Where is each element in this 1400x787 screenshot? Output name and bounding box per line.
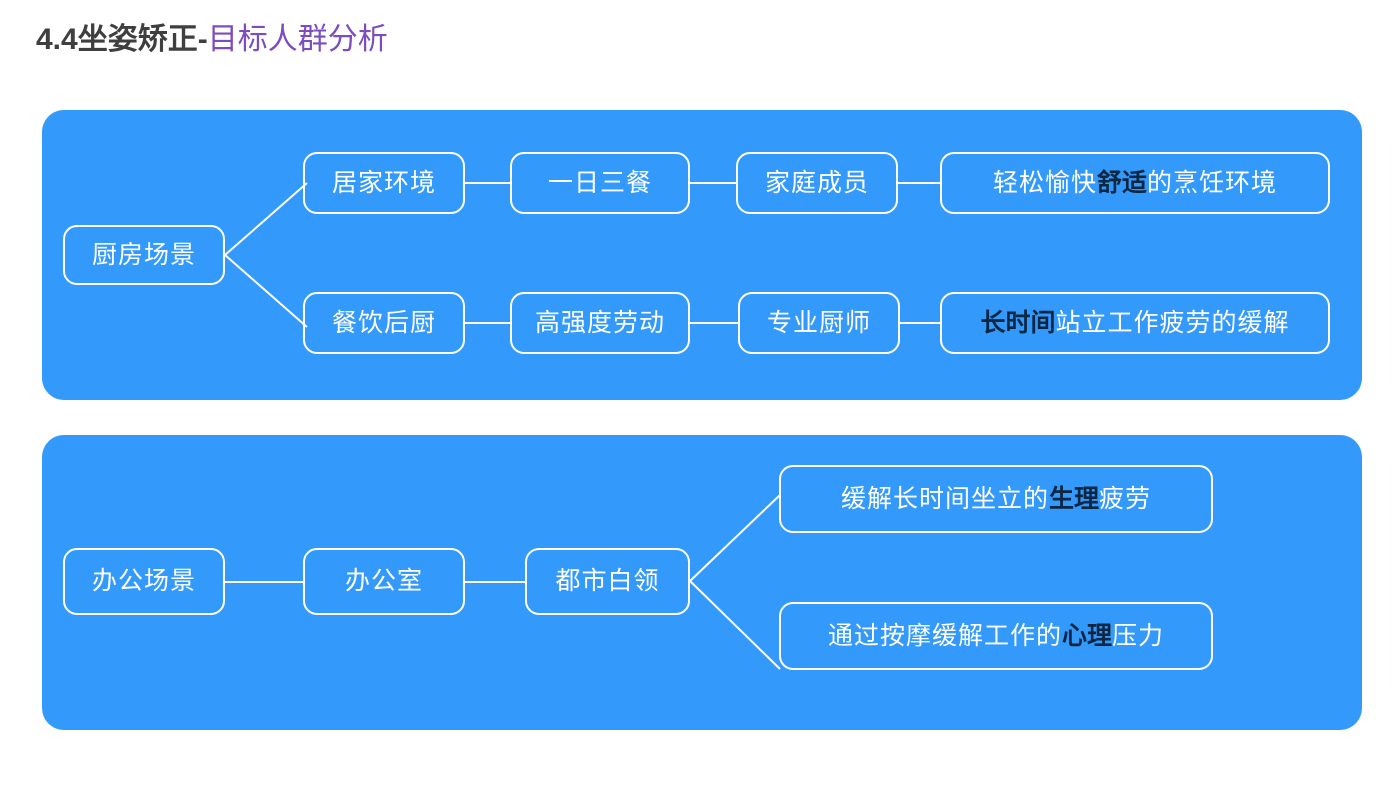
node-label: 厨房场景 bbox=[91, 240, 196, 269]
page-title-sub: 目标人群分析 bbox=[207, 23, 388, 56]
connector-office-1 bbox=[225, 581, 303, 583]
connector-home-1 bbox=[465, 182, 510, 184]
node-physical-outcome[interactable]: 缓解长时间坐立的生理疲劳 bbox=[779, 465, 1213, 533]
branch-connector-kitchen bbox=[224, 182, 308, 328]
node-label-part: 站立工作疲劳的缓解 bbox=[1055, 308, 1290, 337]
node-professional-chef[interactable]: 专业厨师 bbox=[738, 292, 900, 354]
node-psychological-outcome[interactable]: 通过按摩缓解工作的心理压力 bbox=[779, 602, 1213, 670]
connector-office-2 bbox=[465, 581, 525, 583]
node-label-part: 缓解长时间坐立的 bbox=[840, 484, 1049, 513]
panel-office-scene: 办公场景 办公室 都市白领 缓解长时间坐立的生理疲劳 通过按摩缓解工作的心理压力 bbox=[42, 435, 1362, 730]
connector-restaurant-1 bbox=[465, 322, 510, 324]
node-label-emphasis: 舒适 bbox=[1096, 168, 1147, 197]
branch-line-upper bbox=[689, 494, 781, 582]
branch-line-upper bbox=[224, 182, 308, 256]
node-label: 办公场景 bbox=[91, 567, 196, 595]
connector-home-3 bbox=[898, 182, 940, 184]
branch-line-lower bbox=[689, 580, 781, 670]
connector-restaurant-2 bbox=[690, 322, 738, 324]
branch-line-lower bbox=[224, 254, 308, 328]
node-label: 居家环境 bbox=[331, 168, 436, 197]
node-label: 专业厨师 bbox=[766, 308, 871, 337]
node-restaurant-outcome[interactable]: 长时间站立工作疲劳的缓解 bbox=[940, 292, 1330, 354]
node-office-root[interactable]: 办公场景 bbox=[63, 548, 225, 615]
node-family-members[interactable]: 家庭成员 bbox=[736, 152, 898, 214]
node-restaurant-kitchen[interactable]: 餐饮后厨 bbox=[303, 292, 465, 354]
node-office-room[interactable]: 办公室 bbox=[303, 548, 465, 615]
node-label-part: 压力 bbox=[1112, 621, 1165, 650]
node-label-emphasis: 心理 bbox=[1061, 621, 1112, 650]
node-label-part: 的烹饪环境 bbox=[1147, 168, 1278, 197]
node-kitchen-root[interactable]: 厨房场景 bbox=[63, 225, 225, 285]
node-label: 家庭成员 bbox=[764, 168, 869, 197]
node-label-part: 疲劳 bbox=[1099, 484, 1152, 513]
node-label: 一日三餐 bbox=[547, 168, 652, 197]
page-title-main: 4.4坐姿矫正- bbox=[36, 23, 208, 56]
node-label: 都市白领 bbox=[555, 567, 660, 595]
node-label-part: 通过按摩缓解工作的 bbox=[827, 621, 1062, 650]
node-label: 高强度劳动 bbox=[534, 308, 665, 337]
connector-restaurant-3 bbox=[900, 322, 940, 324]
page-title: 4.4坐姿矫正-目标人群分析 bbox=[36, 20, 388, 60]
node-urban-white-collar[interactable]: 都市白领 bbox=[525, 548, 690, 615]
node-label: 餐饮后厨 bbox=[331, 308, 436, 337]
node-home-outcome[interactable]: 轻松愉快舒适的烹饪环境 bbox=[940, 152, 1330, 214]
node-high-intensity-labor[interactable]: 高强度劳动 bbox=[510, 292, 690, 354]
node-label-emphasis: 长时间 bbox=[980, 308, 1056, 337]
node-home-environment[interactable]: 居家环境 bbox=[303, 152, 465, 214]
node-label-part: 轻松愉快 bbox=[992, 168, 1097, 197]
node-label: 办公室 bbox=[344, 567, 423, 595]
node-three-meals[interactable]: 一日三餐 bbox=[510, 152, 690, 214]
node-label-emphasis: 生理 bbox=[1048, 484, 1099, 513]
branch-connector-office bbox=[689, 494, 781, 670]
connector-home-2 bbox=[690, 182, 736, 184]
panel-kitchen-scene: 厨房场景 居家环境 一日三餐 家庭成员 轻松愉快舒适的烹饪环境 餐饮后厨 高强度… bbox=[42, 110, 1362, 400]
